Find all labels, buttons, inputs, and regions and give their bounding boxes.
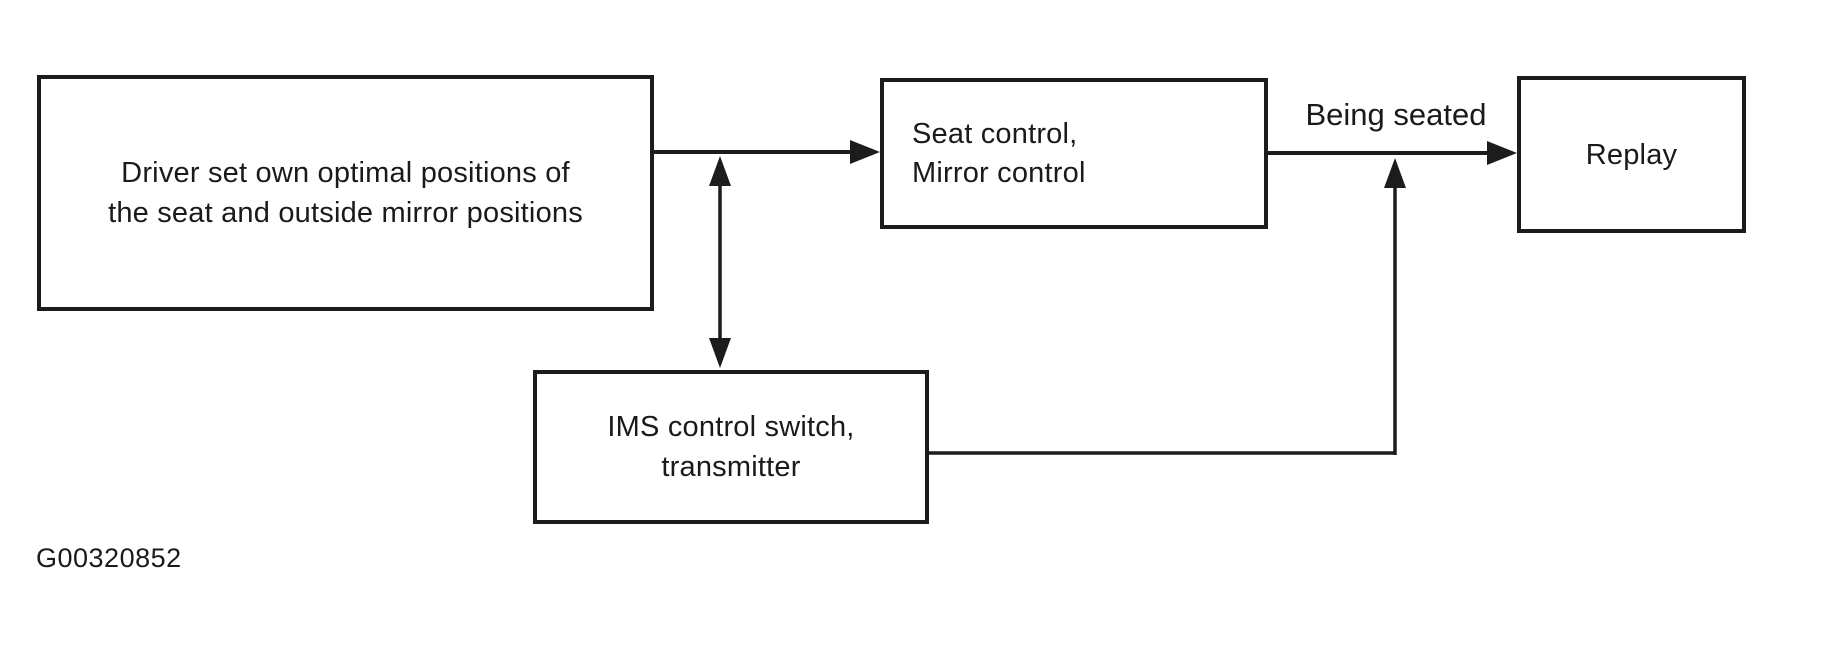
node-ims-control-switch: IMS control switch, transmitter (533, 370, 929, 524)
node-ims-line-1: IMS control switch, (607, 411, 855, 443)
node-seat-line-1: Seat control, (912, 117, 1078, 150)
arrow-ims-to-being-seated-line (928, 158, 1406, 455)
node-driver-line-1: Driver set own optimal positions of (121, 157, 570, 189)
node-seat-mirror-control: Seat control, Mirror control (880, 78, 1268, 229)
node-seat-line-2: Mirror control (912, 156, 1086, 189)
arrow-driver-to-seat-control (653, 140, 880, 164)
node-driver-set-positions: Driver set own optimal positions of the … (37, 75, 654, 311)
node-replay-label: Replay (1585, 138, 1678, 171)
node-replay: Replay (1517, 76, 1746, 233)
node-driver-line-2: the seat and outside mirror positions (108, 197, 583, 229)
figure-id-caption: G00320852 (36, 543, 182, 573)
arrow-bidirectional-ims (709, 156, 731, 368)
node-ims-line-2: transmitter (661, 451, 801, 483)
arrow-seat-control-to-replay (1267, 141, 1517, 165)
edge-label-being-seated: Being seated (1305, 97, 1487, 132)
